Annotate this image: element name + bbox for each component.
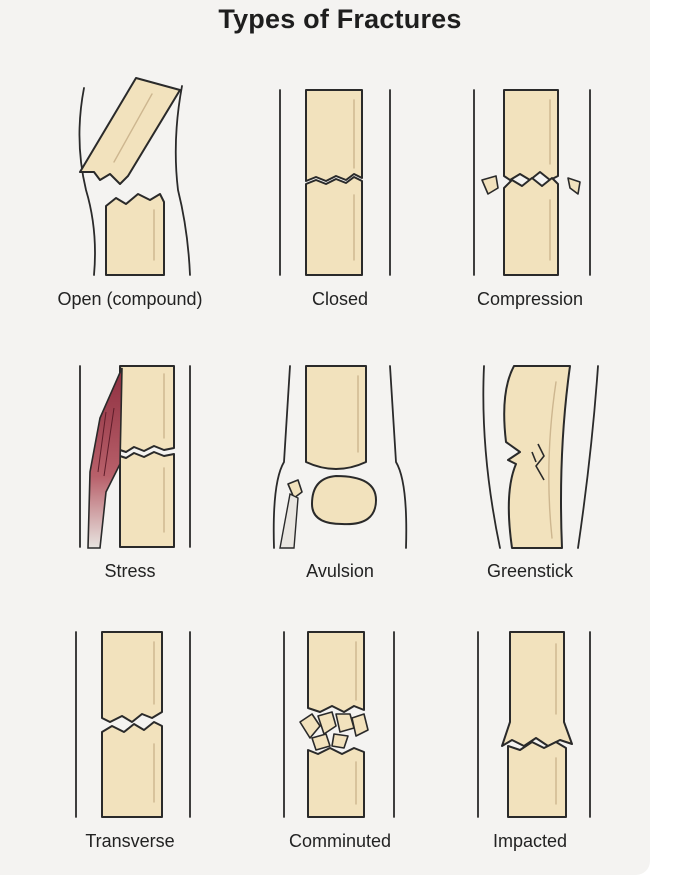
closed-fracture-illustration xyxy=(279,89,391,276)
fracture-compression: Compression xyxy=(440,80,620,320)
fracture-label-stress: Stress xyxy=(104,561,156,581)
greenstick-fracture-illustration xyxy=(482,365,599,549)
fracture-open-compound: Open (compound) xyxy=(40,77,220,320)
fracture-greenstick: Greenstick xyxy=(440,352,620,592)
impacted-fracture-illustration xyxy=(477,631,591,818)
open-fracture-illustration xyxy=(78,77,191,276)
fracture-label-avulsion: Avulsion xyxy=(306,561,374,581)
fracture-label-comminuted: Comminuted xyxy=(288,831,392,851)
fracture-stress: Stress xyxy=(40,352,220,592)
fracture-label-open-compound: Open (compound) xyxy=(57,289,203,309)
fracture-avulsion: Avulsion xyxy=(250,352,430,592)
fracture-impacted: Impacted xyxy=(440,622,620,862)
fracture-closed: Closed xyxy=(250,80,430,320)
fracture-transverse: Transverse xyxy=(40,622,220,862)
stress-fracture-illustration xyxy=(79,365,191,549)
page-title: Types of Fractures xyxy=(218,4,462,34)
fracture-label-greenstick: Greenstick xyxy=(486,561,574,581)
avulsion-fracture-illustration xyxy=(272,365,408,549)
fracture-comminuted: Comminuted xyxy=(250,622,430,862)
transverse-fracture-illustration xyxy=(75,631,191,818)
fracture-label-impacted: Impacted xyxy=(492,831,568,851)
fracture-label-compression: Compression xyxy=(476,289,584,309)
fracture-label-transverse: Transverse xyxy=(85,831,175,851)
fracture-label-closed: Closed xyxy=(311,289,369,309)
comminuted-fracture-illustration xyxy=(283,631,395,818)
compression-fracture-illustration xyxy=(473,89,591,276)
